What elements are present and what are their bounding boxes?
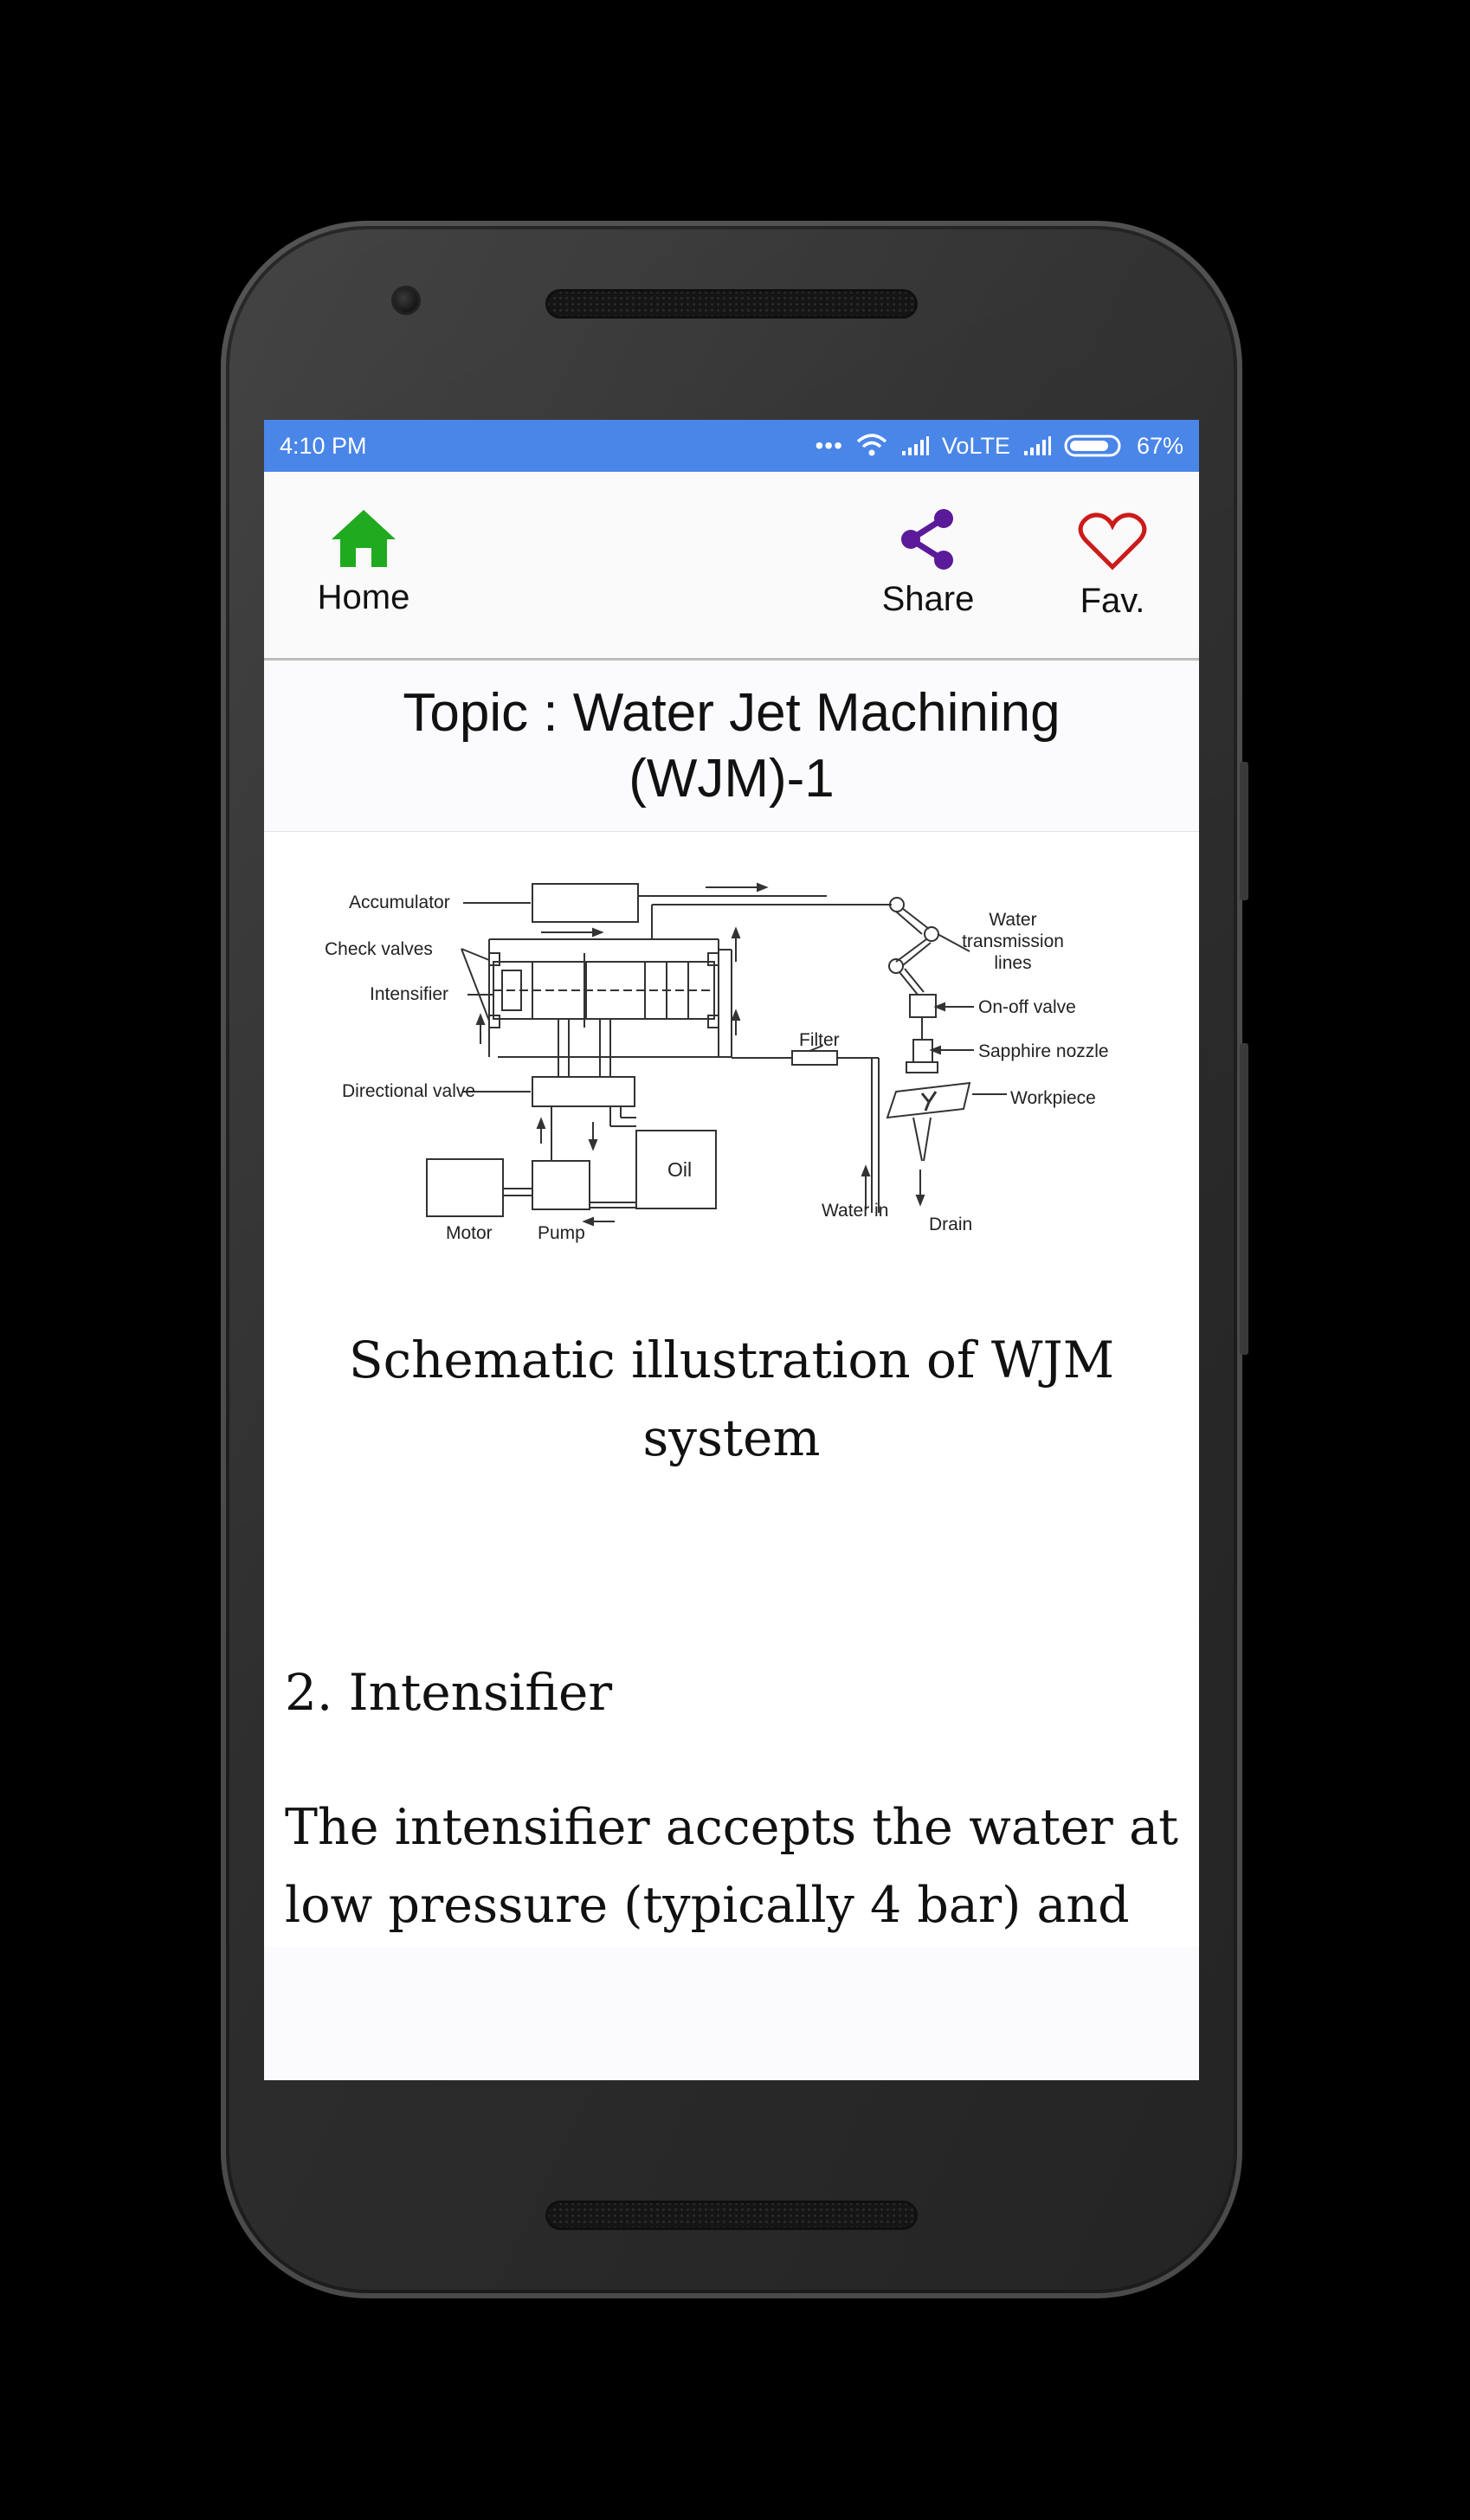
more-notifications-icon: ••• bbox=[815, 432, 843, 459]
topic-title: Topic : Water Jet Machining (WJM)-1 bbox=[264, 661, 1199, 832]
battery-icon bbox=[1064, 435, 1121, 457]
label-water: Water bbox=[989, 910, 1036, 930]
heart-icon bbox=[1078, 512, 1147, 570]
label-workpiece: Workpiece bbox=[1010, 1088, 1096, 1108]
label-transmission: transmission bbox=[962, 931, 1064, 951]
label-check-valves: Check valves bbox=[325, 939, 433, 959]
signal-icon bbox=[901, 436, 929, 455]
bottom-speaker bbox=[545, 2201, 918, 2230]
topic-line-1: Topic : Water Jet Machining bbox=[403, 682, 1061, 743]
label-directional-valve: Directional valve bbox=[342, 1081, 475, 1101]
section-paragraph: The intensifier accepts the water at low… bbox=[285, 1799, 1178, 1934]
share-label: Share bbox=[881, 580, 975, 618]
fav-label: Fav. bbox=[1080, 582, 1145, 620]
label-water-in: Water in bbox=[822, 1201, 888, 1221]
label-motor: Motor bbox=[446, 1223, 493, 1243]
wifi-icon bbox=[856, 434, 887, 456]
caption-line-1: Schematic illustration of WJM bbox=[348, 1331, 1115, 1389]
section-heading: 2. Intensifier bbox=[285, 1663, 613, 1722]
bottom-blank-area bbox=[264, 1950, 1199, 2080]
label-on-off-valve: On-off valve bbox=[978, 997, 1076, 1017]
wjm-schematic-diagram: Accumulator Check valves Intensifier Fil… bbox=[325, 882, 1109, 1243]
volume-button bbox=[1240, 1043, 1248, 1355]
content-area: Accumulator Check valves Intensifier Fil… bbox=[264, 832, 1199, 1947]
share-button[interactable]: Share bbox=[872, 508, 984, 619]
power-button bbox=[1240, 762, 1248, 900]
label-oil: Oil bbox=[667, 1158, 692, 1181]
network-type: VoLTE bbox=[941, 432, 1010, 459]
label-lines: lines bbox=[994, 953, 1031, 973]
label-filter: Filter bbox=[799, 1030, 840, 1050]
home-icon bbox=[332, 510, 396, 567]
label-drain: Drain bbox=[929, 1215, 972, 1234]
status-time: 4:10 PM bbox=[280, 432, 367, 459]
label-pump: Pump bbox=[538, 1223, 585, 1243]
label-sapphire-nozzle: Sapphire nozzle bbox=[978, 1041, 1109, 1061]
status-bar: 4:10 PM ••• VoLTE 67% bbox=[264, 420, 1199, 472]
home-button[interactable]: Home bbox=[303, 508, 424, 617]
topic-line-2: (WJM)-1 bbox=[629, 748, 835, 809]
top-speaker bbox=[545, 289, 918, 319]
caption-line-2: system bbox=[642, 1408, 821, 1467]
share-icon bbox=[901, 509, 953, 570]
label-intensifier: Intensifier bbox=[370, 984, 448, 1004]
diagram-caption: Schematic illustration of WJM system bbox=[325, 1321, 1138, 1477]
battery-percent: 67% bbox=[1136, 432, 1183, 459]
home-label: Home bbox=[317, 578, 410, 616]
toolbar: Home Share Fav. bbox=[264, 472, 1199, 661]
signal-icon-2 bbox=[1023, 436, 1051, 455]
label-accumulator: Accumulator bbox=[349, 893, 450, 912]
app-screen: 4:10 PM ••• VoLTE 67% bbox=[264, 420, 1199, 2080]
favorite-button[interactable]: Fav. bbox=[1065, 512, 1160, 621]
front-camera bbox=[394, 288, 418, 313]
